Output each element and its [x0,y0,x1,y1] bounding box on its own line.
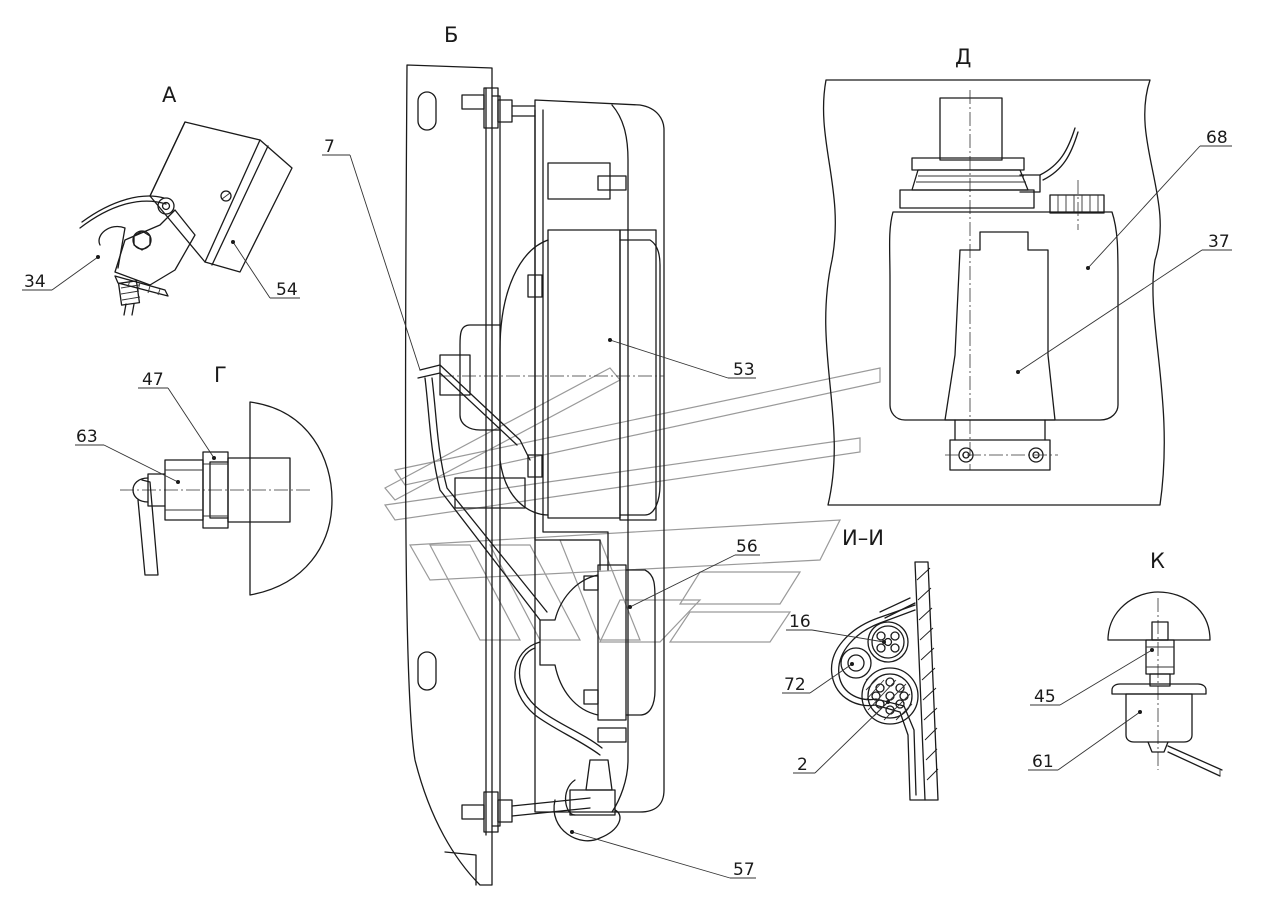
view-label-b: Б [444,23,458,47]
callout-56: 56 [736,537,758,557]
view-b-assembly [322,64,760,886]
callout-7: 7 [324,137,335,157]
view-label-d: Д [955,45,971,69]
view-label-a: А [162,83,177,107]
callout-53: 53 [733,360,755,380]
callout-47: 47 [142,370,164,390]
callout-45: 45 [1034,687,1056,707]
view-g-connector [75,387,333,596]
view-label-ii: И–И [842,526,884,550]
view-ii-section [782,561,939,801]
view-d-reservoir [822,79,1232,506]
view-k-sensor [1028,591,1223,777]
callout-16: 16 [789,612,811,632]
callout-54: 54 [276,280,298,300]
callout-2: 2 [797,755,808,775]
view-label-k: К [1150,549,1165,573]
callout-72: 72 [784,675,806,695]
callout-61: 61 [1032,752,1054,772]
view-label-g: Г [214,363,227,387]
callout-37: 37 [1208,232,1230,252]
watermark-logo [383,367,881,643]
callout-57: 57 [733,860,755,880]
view-a-lamp [22,121,300,316]
callout-34: 34 [24,272,46,292]
callout-63: 63 [76,427,98,447]
callout-68: 68 [1206,128,1228,148]
